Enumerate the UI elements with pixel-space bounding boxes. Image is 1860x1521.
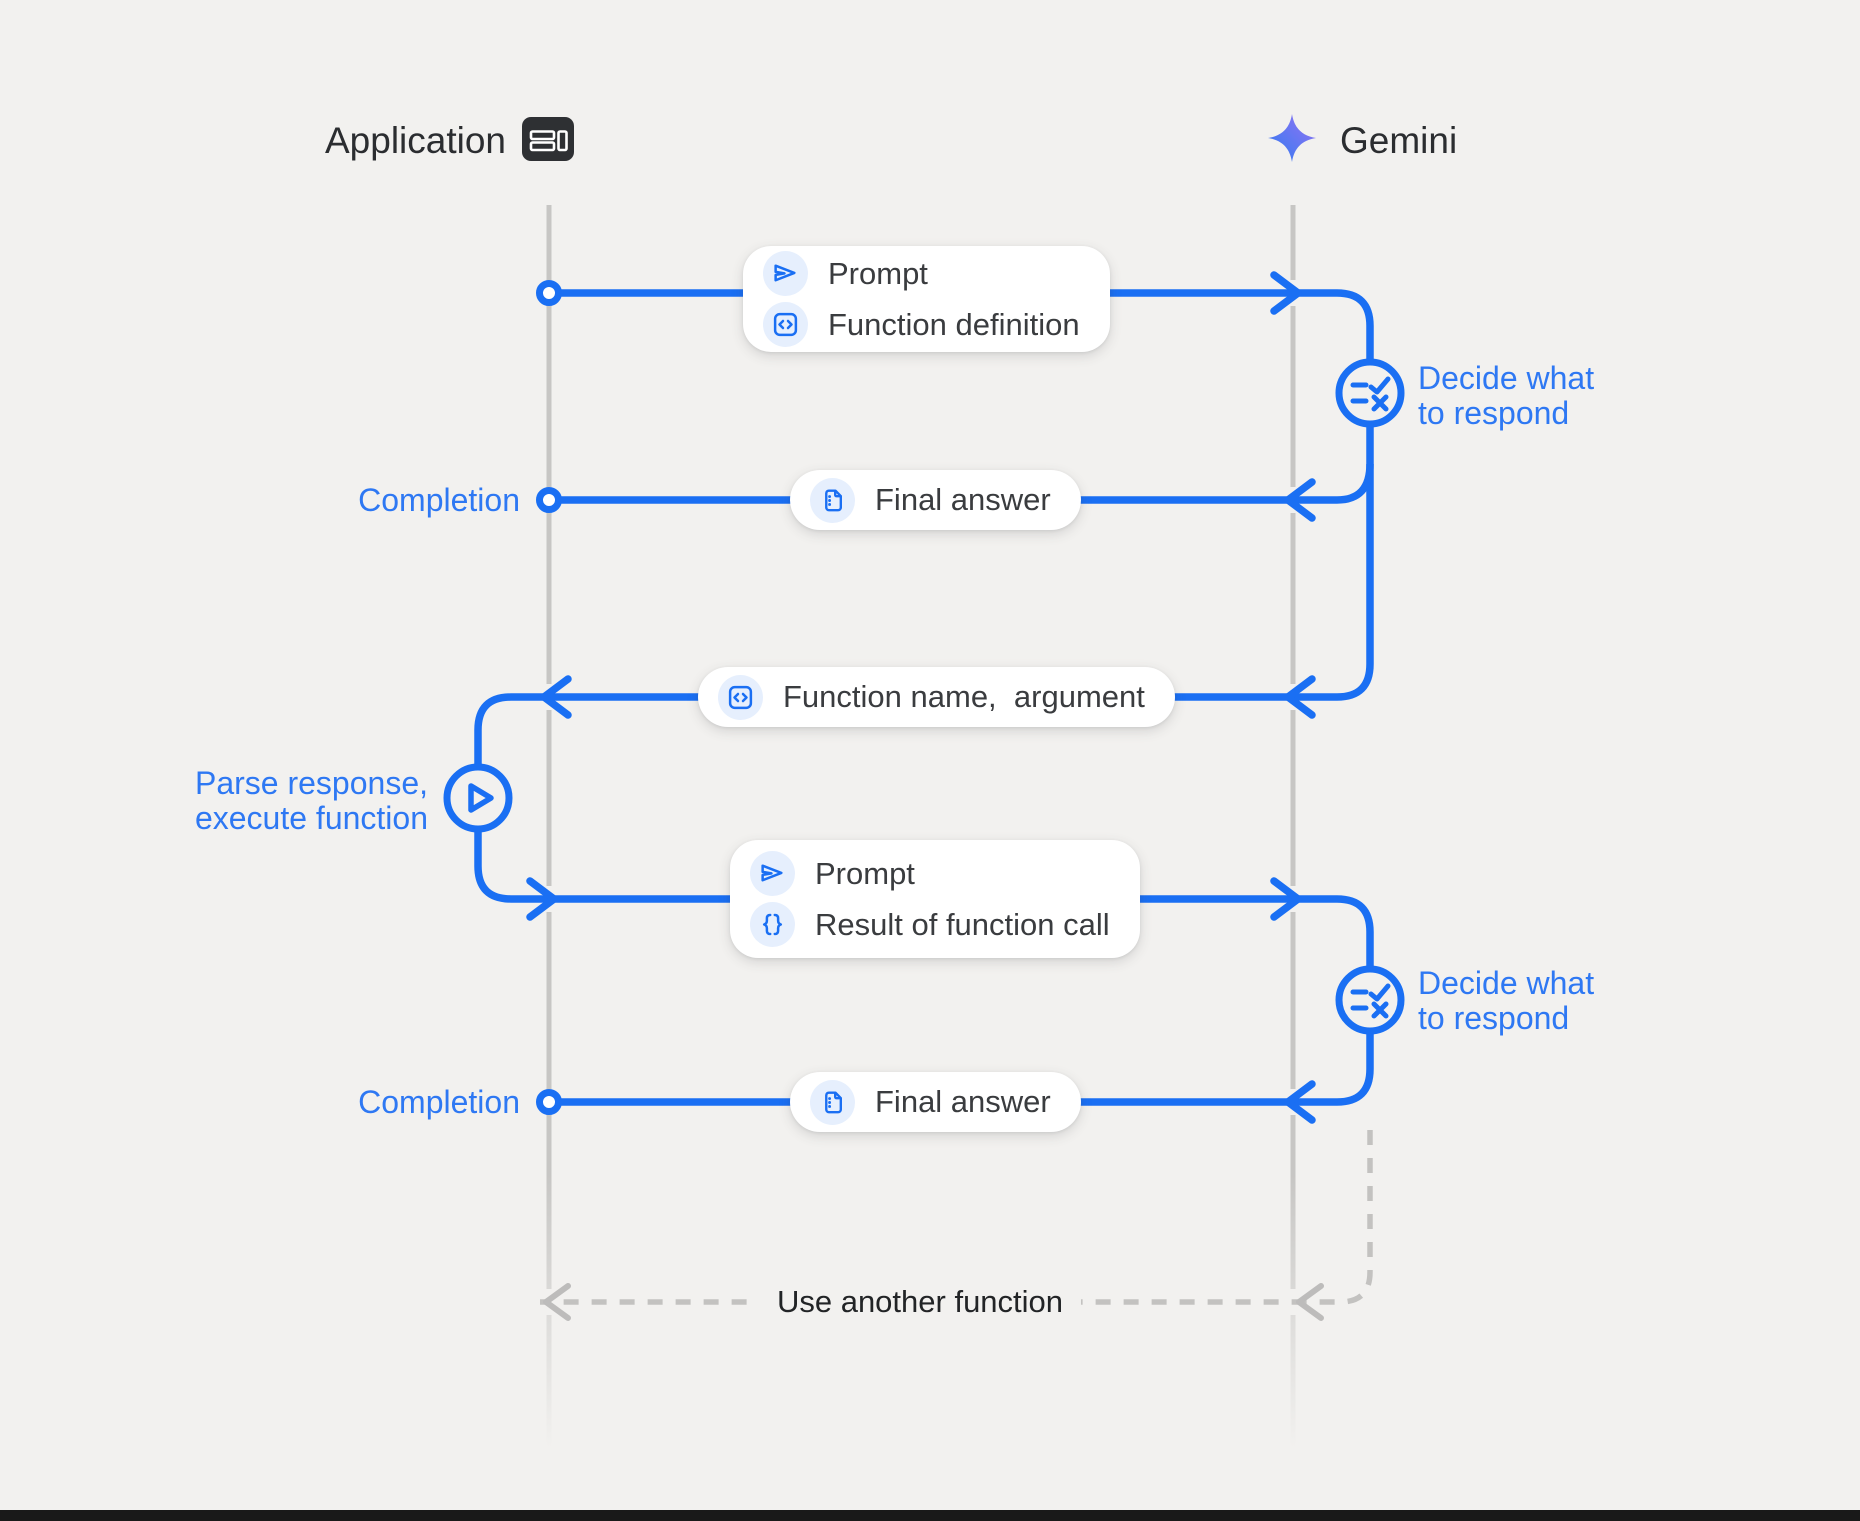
parse-label-line: execute function: [194, 800, 428, 836]
send-icon: [750, 851, 795, 896]
card-final-answer-2: Final answer: [790, 1072, 1081, 1132]
arrowhead-right-prompt2-gemini: [1270, 877, 1302, 921]
card-function-name-argument: Function name, argument: [698, 667, 1175, 727]
arrowhead-right-prompt2-app: [526, 877, 558, 921]
completion-1-endpoint-circle: [536, 487, 562, 513]
document-icon: [810, 477, 855, 523]
card-row: Function name, argument: [718, 674, 1145, 720]
rule-check-x-icon: [1350, 376, 1391, 412]
card-label: Result of function call: [815, 906, 1110, 942]
arrowhead-left-completion2: [1284, 1080, 1316, 1124]
gemini-header: Gemini: [1340, 120, 1458, 161]
decide-label-line: Decide what: [1418, 360, 1595, 396]
play-icon: [468, 783, 494, 813]
decide-node-1: [1335, 358, 1405, 428]
completion-2-endpoint-circle: [536, 1089, 562, 1115]
parse-label-line: Parse response,: [194, 765, 428, 801]
arrowhead-left-loop-gemini: [1296, 1283, 1324, 1321]
card-label: Function definition: [828, 306, 1080, 342]
decide-label-line: Decide what: [1418, 965, 1595, 1001]
card-prompt-result-of-function-call: Prompt Result of function call: [730, 840, 1140, 958]
arrowhead-left-functionname-app: [540, 675, 572, 719]
app-window-icon: [521, 116, 575, 167]
completion-label-2: Completion: [358, 1084, 520, 1120]
send-icon: [763, 251, 808, 296]
application-header: Application: [324, 120, 506, 161]
completion-label-1: Completion: [358, 482, 520, 518]
card-label: Final answer: [875, 482, 1051, 517]
use-another-function-path: [540, 1130, 1373, 1305]
code-icon: [763, 302, 808, 347]
code-icon: [718, 674, 763, 720]
card-row: Prompt: [750, 851, 1110, 896]
card-row: Function definition: [763, 302, 1080, 347]
card-row: Result of function call: [750, 902, 1110, 947]
decide-label-line: to respond: [1418, 395, 1570, 431]
card-label: Prompt: [828, 255, 928, 291]
completion-branch-line: [549, 463, 1374, 504]
decide-label-line: to respond: [1418, 1000, 1570, 1036]
card-row: Final answer: [810, 1079, 1051, 1125]
card-row: Prompt: [763, 251, 1080, 296]
document-icon: [810, 1079, 855, 1125]
parse-execute-label: Parse response, execute function: [80, 766, 428, 836]
parse-execute-node: [443, 763, 513, 833]
braces-icon: [750, 902, 795, 947]
card-prompt-function-definition: Prompt Function definition: [743, 246, 1110, 352]
arrowhead-right-prompt1: [1270, 271, 1302, 315]
use-another-function-label: Use another function: [758, 1282, 1082, 1322]
gemini-sparkle-icon: [1266, 112, 1318, 169]
card-final-answer-1: Final answer: [790, 470, 1081, 530]
decide-node-2: [1335, 965, 1405, 1035]
decide-label-2: Decide what to respond: [1418, 966, 1594, 1036]
decide-label-1: Decide what to respond: [1418, 361, 1594, 431]
card-label: Final answer: [875, 1084, 1051, 1119]
bottom-dark-bar: [0, 1510, 1860, 1521]
card-row: Final answer: [810, 477, 1051, 523]
start-endpoint-circle: [536, 280, 562, 306]
arrowhead-left-completion1: [1284, 478, 1316, 522]
arrowhead-left-loop-app: [543, 1283, 571, 1321]
card-label: Function name, argument: [783, 679, 1145, 714]
rule-check-x-icon: [1350, 983, 1391, 1019]
card-label: Prompt: [815, 855, 915, 891]
loop-path-halo: [540, 1130, 1383, 1315]
arrowhead-left-functionname-gemini: [1284, 675, 1316, 719]
